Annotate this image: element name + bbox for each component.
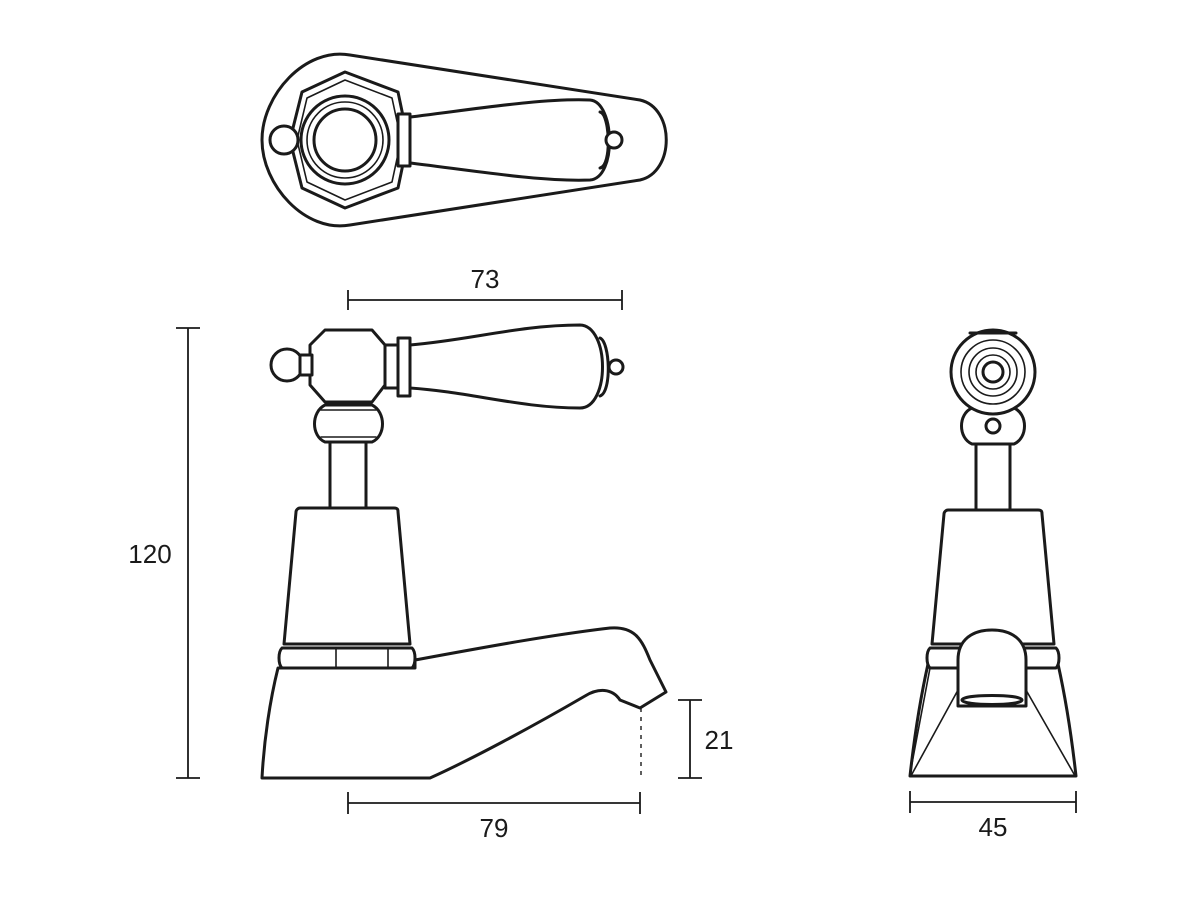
front-view-head-ball bbox=[960, 406, 1026, 446]
side-view-shroud bbox=[282, 506, 412, 646]
front-view-spout-outlet bbox=[956, 628, 1028, 708]
front-view-spout-opening bbox=[960, 694, 1024, 706]
top-view-ring-middle bbox=[306, 101, 384, 179]
top-view-back-knob bbox=[268, 124, 300, 156]
front-view-hub-ring-1 bbox=[960, 339, 1026, 405]
dim-spout-height-label: 21 bbox=[705, 725, 734, 755]
front-view-shroud bbox=[930, 508, 1056, 646]
dim-overall-height-label: 120 bbox=[128, 539, 171, 569]
dim-spout-reach-label: 79 bbox=[480, 813, 509, 843]
front-view-base-diagonal-right bbox=[1025, 689, 1075, 775]
front-view-pin-hole bbox=[984, 417, 1002, 435]
side-view-lever-arm bbox=[383, 323, 604, 410]
side-view bbox=[260, 323, 668, 780]
side-view-end-nub bbox=[607, 358, 625, 376]
front-view-hub-outer bbox=[949, 328, 1037, 416]
front-view-hub-ring-2 bbox=[968, 347, 1018, 397]
dimension-labels: 73 120 79 21 45 bbox=[128, 264, 1007, 843]
side-view-lever-hub bbox=[308, 328, 387, 404]
side-view-back-knob bbox=[269, 347, 305, 383]
top-view-lever-handle bbox=[400, 98, 611, 182]
side-view-knob-neck bbox=[298, 353, 314, 377]
front-view-hub-ring-4 bbox=[981, 360, 1005, 384]
front-view-base-left-edge bbox=[909, 667, 931, 775]
front-view bbox=[908, 328, 1078, 778]
side-view-head-ball bbox=[313, 403, 384, 444]
front-view-base bbox=[908, 662, 1078, 778]
top-view-base-outline bbox=[260, 52, 668, 228]
dim-body-width-label: 45 bbox=[979, 812, 1008, 842]
front-view-hub-ring-3 bbox=[975, 354, 1011, 390]
front-view-stem bbox=[974, 438, 1012, 512]
dimension-lines bbox=[176, 290, 1077, 814]
top-view-lever-collar bbox=[396, 112, 412, 168]
top-view-hex-nut-inner bbox=[296, 79, 402, 201]
dim-handle-width-label: 73 bbox=[471, 264, 500, 294]
top-view bbox=[260, 52, 668, 228]
front-view-base-diagonal-left bbox=[911, 689, 959, 775]
side-view-stem bbox=[328, 438, 368, 510]
top-view-ring-inner bbox=[312, 107, 378, 173]
top-view-hex-nut bbox=[288, 70, 410, 210]
side-view-base-and-spout bbox=[260, 626, 668, 780]
side-view-hex-nut bbox=[277, 646, 417, 670]
top-view-end-nub bbox=[604, 130, 624, 150]
side-view-lever-collar bbox=[396, 336, 412, 398]
